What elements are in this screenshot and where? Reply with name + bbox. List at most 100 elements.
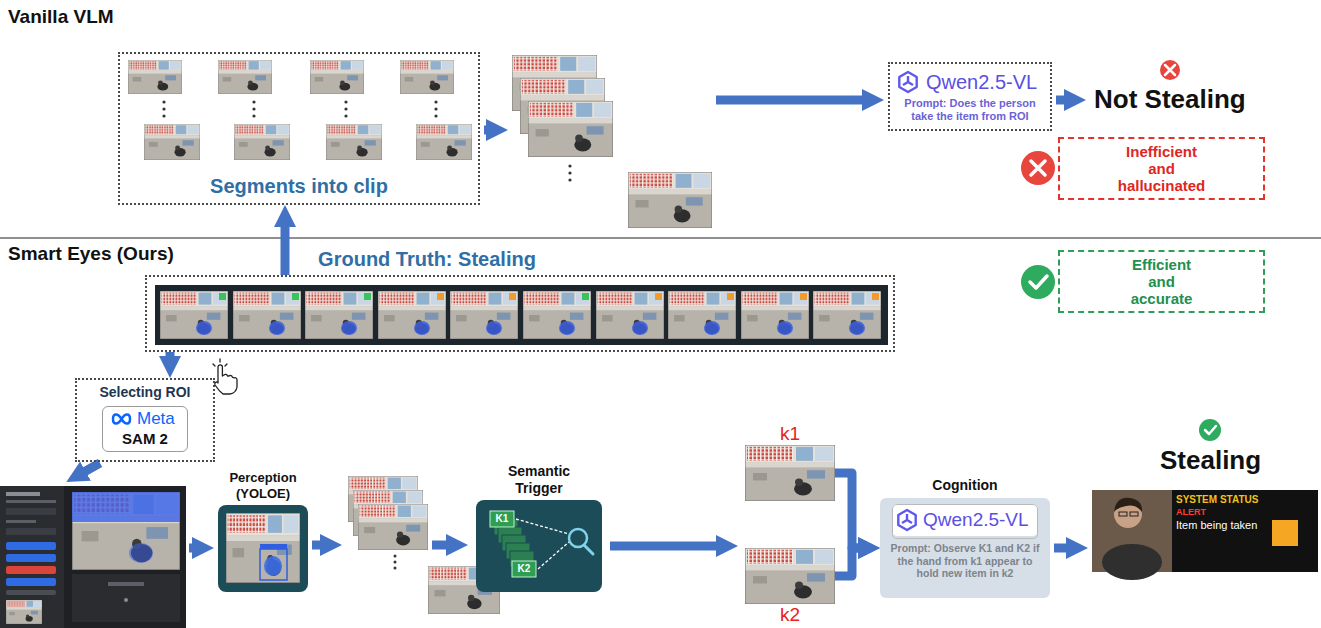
cross-icon	[1031, 161, 1045, 175]
flow-arrow	[716, 96, 874, 105]
perception-panel	[218, 505, 308, 592]
hand-cursor	[213, 359, 237, 394]
filmstrip	[872, 293, 879, 300]
flow-arrow	[484, 126, 498, 135]
cognition-panel	[902, 514, 912, 523]
check-icon	[1030, 276, 1047, 288]
ellipsis-dots	[252, 107, 255, 110]
node-text: Qwen2.5-VL	[893, 505, 1037, 535]
roi-tool-screenshot	[6, 492, 40, 496]
ellipsis-dots	[162, 100, 437, 117]
node-text: Meta	[103, 409, 187, 429]
filmstrip	[559, 321, 575, 335]
alert-screenshot	[1102, 544, 1162, 580]
keyframe-box: k1	[745, 445, 835, 501]
free-label: Stealing	[1160, 445, 1261, 475]
filmstrip	[364, 293, 371, 300]
flow-arrow	[835, 473, 870, 548]
process-box: Semantic Trigger	[476, 500, 602, 592]
cognition-panel	[898, 510, 915, 530]
filmstrip	[233, 291, 301, 339]
free-label: K1	[490, 511, 514, 527]
node-text: SAM 2	[103, 429, 187, 448]
filmstrip	[632, 321, 648, 335]
ellipsis-dots	[434, 107, 437, 110]
roi-tool-screenshot	[6, 600, 42, 624]
filmstrip	[509, 293, 516, 300]
roi-tool-screenshot	[6, 520, 36, 523]
roi-tool-screenshot	[6, 566, 56, 574]
qwen-logo-icon	[899, 72, 916, 92]
flow-arrow	[281, 215, 290, 275]
video-thumbnail	[310, 60, 364, 94]
video-thumbnail	[416, 124, 472, 160]
filmstrip	[196, 321, 212, 335]
check-icon	[1021, 265, 1055, 299]
ellipsis-dots	[162, 100, 165, 103]
ellipsis-dots	[434, 114, 437, 117]
frame-stack	[394, 555, 397, 558]
ellipsis-dots	[162, 107, 165, 110]
filmstrip	[341, 321, 357, 335]
node-text: Prompt: Does the person take the item fr…	[896, 97, 1044, 123]
filmstrip	[155, 285, 888, 345]
free-label: Smart Eyes (Ours)	[8, 243, 174, 265]
ellipsis-dots	[434, 100, 437, 103]
check-icon	[1205, 426, 1216, 434]
node-heading: Semantic Trigger	[494, 463, 584, 497]
semantic-trigger-panel	[476, 500, 602, 592]
semantic-trigger-panel	[512, 561, 536, 577]
roi-tool-screenshot	[72, 492, 180, 522]
filmstrip	[414, 321, 430, 335]
roi-tool-screenshot	[6, 542, 56, 550]
node-heading: k2	[745, 605, 835, 625]
alert-screenshot	[1119, 512, 1127, 516]
semantic-trigger-panel	[490, 511, 514, 527]
node-text: Segments into clip	[120, 174, 478, 198]
roi-tool-screenshot	[0, 486, 186, 628]
roi-tool-screenshot	[108, 582, 144, 586]
filmstrip	[378, 291, 446, 339]
logo-box: Qwen2.5-VL	[892, 504, 1038, 539]
filmstrip	[849, 321, 865, 335]
flow-arrow	[75, 463, 1078, 548]
keyframe-box: k2	[745, 548, 835, 604]
section-divider	[0, 237, 1321, 238]
roi-tool-screenshot	[6, 500, 56, 503]
node-heading: k1	[745, 423, 835, 444]
flow-arrow	[432, 541, 458, 550]
qwen-logo-icon	[899, 72, 916, 92]
hand-cursor	[215, 365, 237, 394]
ellipsis-dots	[344, 114, 347, 117]
perception-panel	[260, 544, 287, 549]
frame-stack	[512, 55, 712, 228]
filmstrip	[523, 291, 591, 339]
flow-arrow	[189, 544, 204, 553]
flow-arrow	[1056, 96, 1076, 105]
node-heading: Ground Truth: Stealing	[297, 247, 557, 271]
qwen-logo-icon	[903, 76, 913, 85]
clip-group: Segments into clip	[118, 52, 480, 205]
frame-stack	[358, 504, 428, 550]
cognition-panel	[880, 498, 1050, 598]
video-thumbnail	[326, 124, 382, 160]
perception-panel	[264, 556, 282, 576]
video-box: Ground Truth: Stealing	[145, 275, 895, 352]
verdict-box: Efficient and accurate	[1058, 250, 1265, 313]
filmstrip	[269, 321, 285, 335]
free-label: Vanilla VLM	[8, 6, 114, 28]
filmstrip	[727, 293, 734, 300]
node-heading: Cognition	[880, 477, 1050, 494]
cognition-panel	[898, 510, 915, 530]
roi-tool-screenshot	[6, 554, 56, 562]
keyframe	[745, 445, 835, 604]
video-thumbnail	[128, 60, 472, 160]
frame-stack	[568, 171, 571, 174]
process-box: Perception (YOLOE)	[218, 505, 308, 592]
filmstrip	[582, 293, 589, 300]
filmstrip	[196, 321, 865, 335]
frame-stack	[394, 567, 397, 570]
ellipsis-dots	[162, 114, 165, 117]
video-thumbnail	[128, 60, 182, 94]
